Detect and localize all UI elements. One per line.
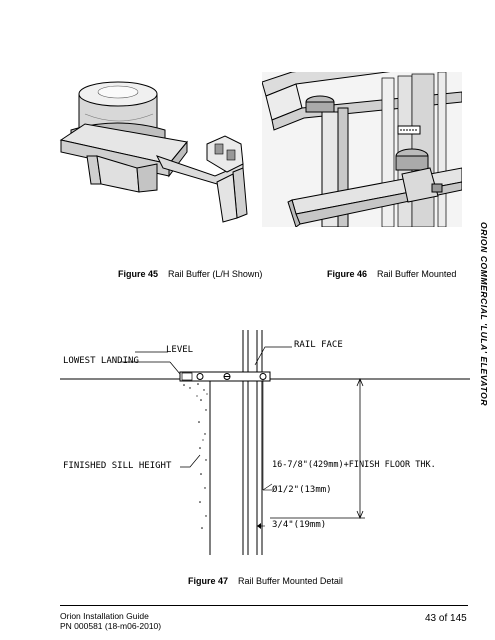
figure-47-caption: Figure 47 Rail Buffer Mounted Detail (188, 576, 343, 586)
figure-47-number: Figure 47 (188, 576, 229, 586)
figure-46-image (262, 72, 462, 227)
figure-47-detail (60, 330, 470, 555)
label-dim-main: 16-7/8"(429mm)+FINISH FLOOR THK. (272, 460, 436, 470)
footer-guide: Orion Installation Guide (60, 611, 149, 621)
label-rail-face: RAIL FACE (294, 340, 343, 350)
footer-rule (60, 605, 468, 606)
figure-45-image (59, 81, 248, 223)
figure-45-text: Rail Buffer (L/H Shown) (168, 269, 263, 279)
label-dim-hole: Ø1/2"(13mm) (272, 485, 332, 495)
footer-left: Orion Installation Guide PN 000581 (18-m… (60, 611, 161, 631)
label-dim-gap: 3/4"(19mm) (272, 520, 327, 530)
figure-45-number: Figure 45 (118, 269, 159, 279)
label-level: LEVEL (166, 345, 194, 355)
figure-45-caption: Figure 45 Rail Buffer (L/H Shown) (118, 269, 262, 279)
figure-46-number: Figure 46 (327, 269, 368, 279)
footer-pn: PN 000581 (18-m06-2010) (60, 621, 162, 631)
label-lowest-landing: LOWEST LANDING (63, 356, 139, 366)
figure-46-caption: Figure 46 Rail Buffer Mounted (327, 269, 456, 279)
side-title: ORION COMMERCIAL 'LULA' ELEVATOR (479, 222, 489, 407)
figure-46-text: Rail Buffer Mounted (377, 269, 457, 279)
label-finished-sill-height: FINISHED SILL HEIGHT (63, 461, 172, 471)
figure-47-text: Rail Buffer Mounted Detail (238, 576, 343, 586)
page-number: 43 of 145 (425, 613, 467, 624)
